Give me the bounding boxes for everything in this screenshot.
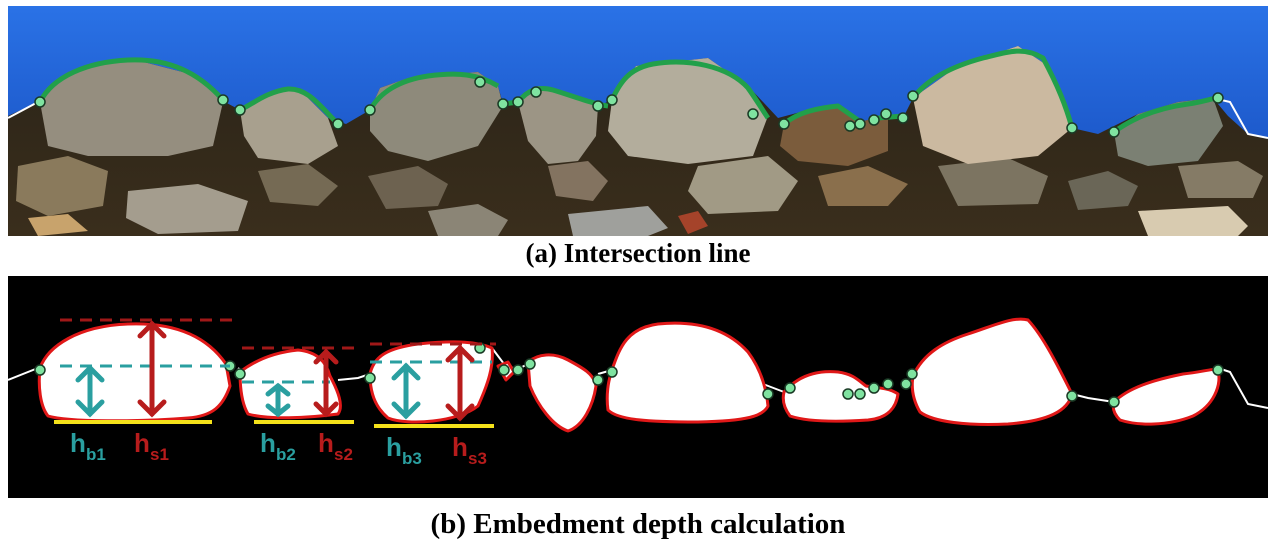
label-hs1: h s1 xyxy=(134,428,169,464)
top-aggregates xyxy=(40,46,1223,166)
label-hs2-main: h xyxy=(318,428,334,458)
label-hs1-main: h xyxy=(134,428,150,458)
top-reference-lines xyxy=(60,318,496,350)
intersection-photo-svg xyxy=(8,6,1268,236)
label-hb2-main: h xyxy=(260,428,276,458)
label-hs1-sub: s1 xyxy=(150,445,169,464)
caption-a: (a) Intersection line xyxy=(525,238,751,268)
caption-b: (b) Embedment depth calculation xyxy=(430,508,846,540)
label-hs3: h s3 xyxy=(452,432,487,468)
embedment-depth-panel: h b1 h s1 h b2 h s2 h b3 h s3 xyxy=(8,276,1268,498)
label-hb1-sub: b1 xyxy=(86,445,106,464)
label-hb3: h b3 xyxy=(386,432,422,468)
intersection-line-photo xyxy=(8,6,1268,236)
surface-edge-left xyxy=(8,101,39,119)
label-hs2-sub: s2 xyxy=(334,445,353,464)
label-hs2: h s2 xyxy=(318,428,353,464)
label-hb1-main: h xyxy=(70,428,86,458)
stone-height-arrows xyxy=(137,320,475,422)
lower-aggregates xyxy=(16,156,1263,236)
label-hb1: h b1 xyxy=(70,428,106,464)
label-hb3-sub: b3 xyxy=(402,449,422,468)
embedment-depth-arrows xyxy=(75,362,421,420)
label-hs3-main: h xyxy=(452,432,468,462)
contact-points-a xyxy=(34,76,1224,138)
label-hs3-sub: s3 xyxy=(468,449,487,468)
label-hb2-sub: b2 xyxy=(276,445,296,464)
base-lines xyxy=(54,420,494,428)
label-hb2: h b2 xyxy=(260,428,296,464)
embedment-depth-svg: h b1 h s1 h b2 h s2 h b3 h s3 xyxy=(8,317,1268,468)
aggregate-silhouettes xyxy=(37,317,1221,433)
label-hb3-main: h xyxy=(386,432,402,462)
